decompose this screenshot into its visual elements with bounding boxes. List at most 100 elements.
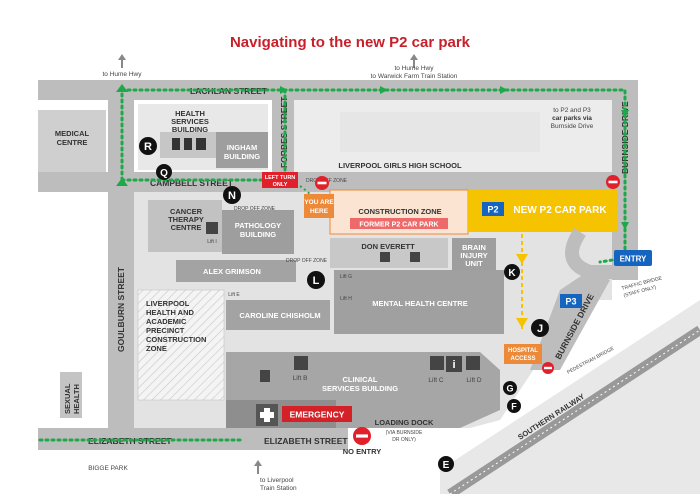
p3-badge	[560, 294, 582, 308]
left-turn-l1: LEFT TURN	[265, 175, 296, 181]
entry-label: ENTRY	[620, 255, 647, 264]
sexual-health-l1: SEXUAL	[63, 383, 72, 414]
goulburn-street-label: GOULBURN STREET	[116, 266, 126, 352]
cancer-l3: CENTRE	[171, 223, 202, 232]
map-title: Navigating to the new P2 car park	[230, 34, 471, 51]
lift-h-label: Lift H	[340, 296, 352, 302]
svg-text:ACADEMIC: ACADEMIC	[146, 317, 187, 326]
marker-l: L	[307, 271, 325, 289]
loading-dock-label: LOADING DOCK	[375, 418, 434, 427]
campbell-street-label: CAMPBELL STREET	[150, 178, 234, 188]
lift-icons: i	[172, 138, 480, 382]
brain-injury-l3: UNIT	[465, 259, 483, 268]
no-entry-icon	[606, 175, 620, 189]
marker-j: J	[531, 319, 549, 337]
svg-text:N: N	[228, 190, 236, 202]
svg-text:K: K	[508, 268, 516, 279]
marker-r: R	[139, 137, 157, 155]
emergency-label: EMERGENCY	[290, 410, 345, 420]
you-are-here-l1: YOU ARE	[304, 199, 334, 206]
p3-badge-label: P3	[565, 297, 576, 307]
mental-health-label: MENTAL HEALTH CENTRE	[372, 299, 467, 308]
sexual-health-l2: HEALTH	[72, 384, 81, 414]
svg-text:LIVERPOOL: LIVERPOOL	[146, 299, 190, 308]
p2p3-line1: to P2 and P3	[553, 107, 591, 114]
svg-text:CONSTRUCTION: CONSTRUCTION	[146, 335, 206, 344]
emergency-sign	[282, 406, 352, 422]
marker-f: F	[507, 399, 521, 413]
elizabeth-street-east-label: ELIZABETH STREET	[264, 436, 348, 446]
ingham-l2: BUILDING	[224, 152, 260, 161]
former-p2-badge	[350, 218, 448, 229]
health-services-l3: BUILDING	[172, 125, 208, 134]
you-are-here-sign	[304, 194, 334, 218]
health-services-l1: HEALTH	[175, 109, 205, 118]
svg-text:PRECINCT: PRECINCT	[146, 326, 185, 335]
medical-centre-l1: MEDICAL	[55, 129, 90, 138]
entry-sign	[614, 250, 652, 266]
svg-text:E: E	[443, 460, 450, 471]
drop-off-zone-2: DROP OFF ZONE	[286, 258, 328, 264]
warwick-farm-label: to Warwick Farm Train Station	[371, 73, 458, 80]
don-everett-label: DON EVERETT	[361, 242, 415, 251]
p2p3-line2: car parks via	[552, 115, 592, 122]
no-entry-icon	[542, 362, 554, 374]
hospital-access-l2: ACCESS	[510, 356, 535, 362]
yellow-route	[516, 234, 528, 330]
marker-k: K	[504, 264, 520, 280]
you-are-here-l2: HERE	[310, 208, 329, 215]
svg-text:ZONE: ZONE	[146, 344, 167, 353]
no-entry-icon	[353, 427, 371, 445]
liverpool-train-line1: to Liverpool	[260, 477, 294, 484]
medical-centre-l2: CENTRE	[57, 138, 88, 147]
lift-i-label: Lift I	[207, 239, 216, 245]
campbell-street-east	[294, 172, 612, 192]
via-burnside-l1: (VIA BURNSIDE	[386, 430, 423, 436]
brain-injury-l1: BRAIN	[462, 243, 486, 252]
p2-badge	[482, 202, 504, 216]
caroline-chisholm-label: CAROLINE CHISHOLM	[239, 311, 320, 320]
hospital-access-sign	[504, 344, 542, 364]
pathology-l2: BUILDING	[240, 230, 276, 239]
marker-e: E	[438, 456, 454, 472]
burnside-drive-south	[530, 270, 610, 370]
lift-g-label: Lift G	[340, 274, 352, 280]
svg-text:G: G	[506, 384, 513, 394]
hospital-access-l1: HOSPITAL	[508, 348, 538, 354]
bigge-park-label: BIGGE PARK	[88, 465, 128, 472]
via-burnside-l2: DR ONLY)	[392, 437, 416, 443]
lift-c-label: Lift C	[428, 377, 443, 384]
precinct-label: LIVERPOOL HEALTH AND ACADEMIC PRECINCT C…	[146, 299, 206, 353]
hume-hwy-left-label: to Hume Hwy	[102, 71, 142, 78]
p2-badge-label: P2	[487, 205, 498, 215]
cancer-l1: CANCER	[170, 207, 203, 216]
svg-text:Q: Q	[160, 168, 168, 179]
clinical-l1: CLINICAL	[343, 375, 378, 384]
no-entry-icons	[315, 175, 620, 445]
p2p3-line3: Burnside Drive	[551, 123, 594, 130]
ingham-l1: INGHAM	[227, 143, 257, 152]
clinical-l2: SERVICES BUILDING	[322, 384, 398, 393]
health-services-l2: SERVICES	[171, 117, 209, 126]
svg-text:HEALTH AND: HEALTH AND	[146, 308, 194, 317]
marker-g: G	[503, 381, 517, 395]
pathology-l1: PATHOLOGY	[235, 221, 281, 230]
former-p2-label: FORMER P2 CAR PARK	[359, 222, 438, 229]
svg-text:R: R	[144, 141, 152, 153]
new-p2-label: NEW P2 CAR PARK	[513, 205, 607, 216]
cancer-l2: THERAPY	[168, 215, 204, 224]
svg-text:J: J	[537, 323, 543, 335]
direction-arrows	[118, 54, 418, 474]
no-entry-label: NO ENTRY	[343, 447, 381, 456]
svg-text:L: L	[313, 275, 320, 287]
entry-loop	[565, 228, 612, 279]
lift-b-label: Lift B	[293, 375, 308, 382]
svg-text:F: F	[511, 402, 517, 412]
lift-e-label: Lift E	[228, 292, 240, 298]
alex-grimson-label: ALEX GRIMSON	[203, 267, 261, 276]
marker-q: Q	[156, 164, 172, 180]
brain-injury-l2: INJURY	[460, 251, 487, 260]
drop-off-zone-1: DROP OFF ZONE	[234, 206, 276, 212]
left-turn-sign	[262, 172, 298, 188]
